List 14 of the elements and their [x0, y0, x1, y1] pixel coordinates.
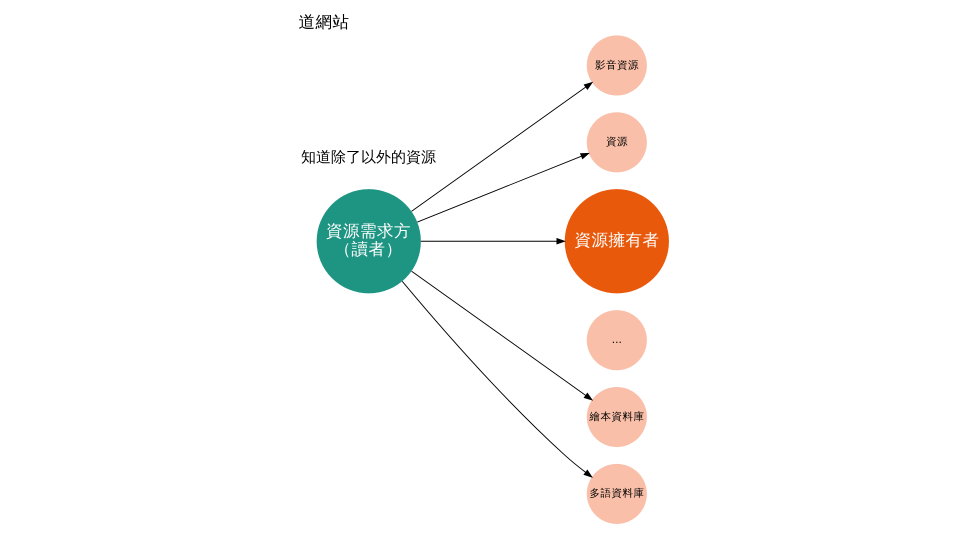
node-circle: 繪本資料庫: [586, 386, 647, 448]
node-circle: 影音資源: [586, 35, 647, 96]
arrow: [411, 82, 594, 212]
node-circle: 多語資料庫: [586, 464, 647, 524]
label: 知道除了以外的資源: [301, 148, 436, 166]
node-circle: 資源需求方 （讀者）: [316, 189, 421, 294]
arrow: [416, 152, 590, 223]
arrow: [411, 270, 594, 401]
node-circle: ...: [586, 310, 647, 370]
node-circle: 資源: [586, 112, 647, 172]
node-circle: 資源擁有者: [564, 189, 669, 294]
diagram-title: 道網站: [298, 11, 350, 32]
arrow: [420, 238, 566, 245]
arrow: [402, 280, 593, 478]
